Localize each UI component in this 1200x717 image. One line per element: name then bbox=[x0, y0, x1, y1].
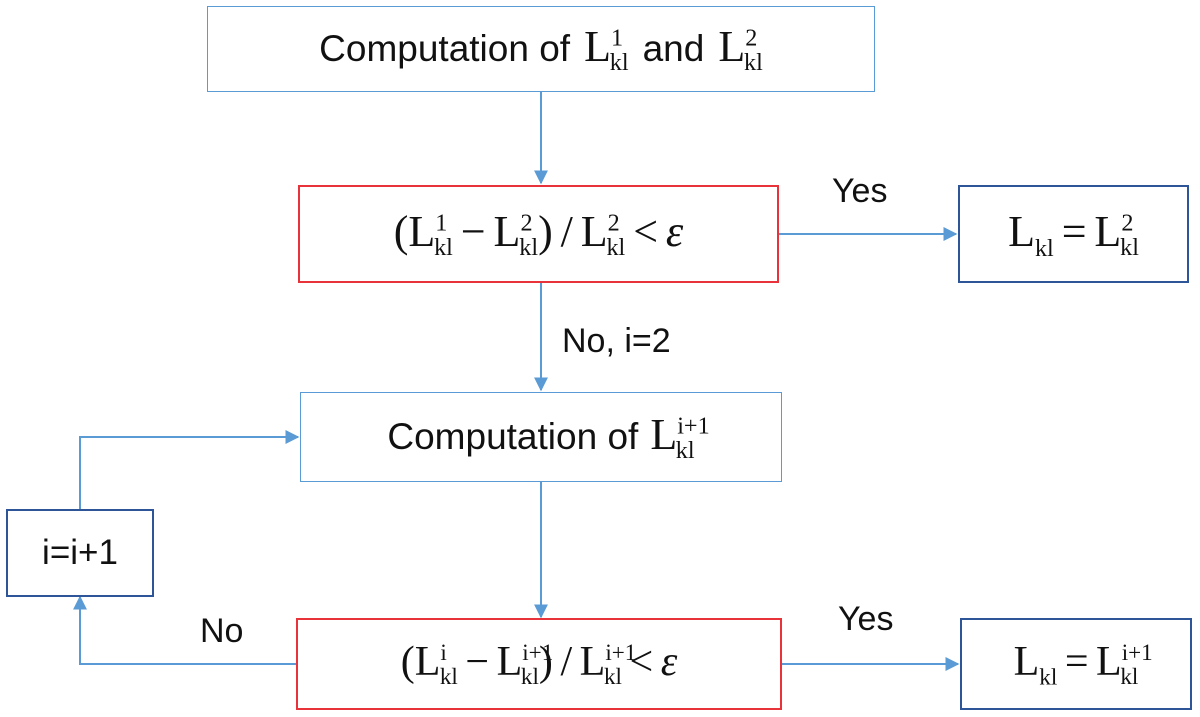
check1-a-var: L bbox=[408, 206, 436, 256]
check1-minus: − bbox=[460, 206, 486, 256]
result2-lhs-sub: kl bbox=[1039, 663, 1058, 690]
result2-equals: = bbox=[1064, 638, 1089, 685]
check1-c-sup: 2 bbox=[607, 208, 620, 236]
init-lhs-term: L1kl bbox=[584, 21, 629, 78]
edge-label-no-2: No bbox=[200, 612, 244, 650]
edge-label-no-i2: No, i=2 bbox=[562, 322, 671, 360]
check1-expression: (L1kl−L2kl)/L2kl<ε bbox=[394, 206, 684, 263]
result1-lhs-var: L bbox=[1008, 206, 1035, 256]
init-lhs-sup: 1 bbox=[610, 23, 624, 51]
init-rhs-sub: kl bbox=[744, 49, 763, 77]
compute-term: Li+1kl bbox=[650, 409, 709, 466]
compute-sub: kl bbox=[675, 437, 695, 465]
init-rhs-var: L bbox=[718, 21, 746, 71]
check1-c-var: L bbox=[580, 206, 608, 256]
result2-rhs-sub: kl bbox=[1120, 663, 1139, 690]
result2-rhs-sup: i+1 bbox=[1121, 638, 1153, 665]
init-joiner: and bbox=[642, 28, 705, 69]
check2-open-paren: ( bbox=[400, 638, 415, 685]
edge-check2-to-increment bbox=[73, 595, 296, 665]
result1-equals: = bbox=[1061, 206, 1087, 256]
init-rhs-sup: 2 bbox=[745, 23, 758, 51]
increment-text: i=i+1 bbox=[42, 533, 118, 572]
result2-lhs-var: L bbox=[1013, 638, 1040, 685]
check1-b-sup: 2 bbox=[520, 208, 533, 236]
node-increment: i=i+1 bbox=[6, 509, 154, 597]
result1-rhs-var: L bbox=[1094, 206, 1122, 256]
check1-b-var: L bbox=[493, 206, 521, 256]
check2-a-sub: kl bbox=[439, 663, 458, 690]
check2-c-sup: i+1 bbox=[605, 638, 637, 665]
edge-label-yes-1: Yes bbox=[832, 172, 888, 210]
check1-a-sub: kl bbox=[434, 234, 453, 262]
result1-expression: Lkl=L2kl bbox=[1008, 206, 1139, 263]
check2-b-var: L bbox=[496, 638, 523, 685]
check2-close-paren: ) bbox=[538, 638, 553, 685]
node-iterative-computation: Computation of Li+1kl bbox=[300, 392, 782, 482]
check2-epsilon: ε bbox=[660, 638, 678, 685]
compute-sup: i+1 bbox=[677, 411, 710, 439]
node-result-2: Lkl=Li+1kl bbox=[960, 618, 1192, 710]
check2-a-var: L bbox=[414, 638, 441, 685]
init-lhs-var: L bbox=[584, 21, 611, 71]
check2-minus: − bbox=[465, 638, 490, 685]
node-convergence-check-2: (Likl−Li+1kl)/Li+1kl<ε bbox=[296, 618, 782, 710]
edge-label-yes-2: Yes bbox=[838, 600, 894, 638]
check1-slash: / bbox=[560, 206, 573, 256]
result1-rhs-sub: kl bbox=[1120, 234, 1139, 262]
check2-b-sup: i+1 bbox=[522, 638, 554, 665]
check2-c-var: L bbox=[579, 638, 606, 685]
init-text: Computation of bbox=[319, 28, 571, 69]
result2-rhs-var: L bbox=[1096, 638, 1122, 685]
check2-slash: / bbox=[560, 638, 573, 685]
node-convergence-check-1: (L1kl−L2kl)/L2kl<ε bbox=[298, 185, 779, 283]
compute-var: L bbox=[650, 409, 678, 459]
node-initial-computation: Computation of L1kl and L2kl bbox=[207, 6, 875, 92]
check2-c-sub: kl bbox=[603, 663, 622, 690]
check1-epsilon: ε bbox=[665, 206, 684, 256]
check1-open-paren: ( bbox=[393, 206, 409, 256]
check2-b-sub: kl bbox=[520, 663, 539, 690]
check1-close-paren: ) bbox=[538, 206, 553, 256]
init-lhs-sub: kl bbox=[609, 49, 629, 77]
check2-less-than: < bbox=[629, 638, 654, 685]
check1-a-sup: 1 bbox=[435, 208, 448, 236]
init-rhs-term: L2kl bbox=[718, 21, 763, 78]
result1-rhs-sup: 2 bbox=[1121, 208, 1134, 236]
check1-b-sub: kl bbox=[519, 234, 539, 262]
result1-lhs-sub: kl bbox=[1034, 234, 1054, 262]
check1-c-sub: kl bbox=[606, 234, 626, 262]
check1-less-than: < bbox=[633, 206, 659, 256]
edge-increment-to-compute bbox=[79, 430, 300, 509]
check2-expression: (Likl−Li+1kl)/Li+1kl<ε bbox=[401, 638, 678, 690]
check2-a-sup: i bbox=[440, 638, 447, 665]
result2-expression: Lkl=Li+1kl bbox=[1013, 638, 1153, 690]
compute-text: Computation of bbox=[387, 416, 639, 457]
node-result-1: Lkl=L2kl bbox=[958, 185, 1189, 283]
